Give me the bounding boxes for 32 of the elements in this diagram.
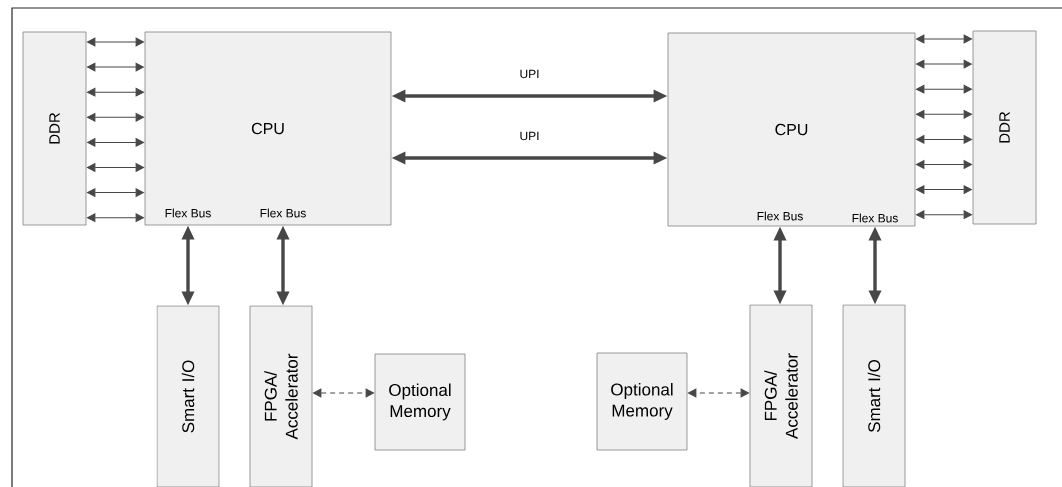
component-box: Smart I/O bbox=[842, 304, 906, 487]
arrow bbox=[87, 37, 144, 47]
edge-label: UPI bbox=[518, 130, 541, 142]
arrow bbox=[916, 185, 972, 194]
component-box: DDR bbox=[972, 30, 1037, 225]
bus-label: Flex Bus bbox=[260, 208, 306, 218]
arrow bbox=[916, 160, 972, 169]
bus-label: Flex Bus bbox=[757, 211, 803, 221]
arrow bbox=[916, 110, 972, 119]
bus-label: Flex Bus bbox=[165, 208, 211, 218]
arrow bbox=[916, 34, 972, 44]
arrow bbox=[916, 210, 972, 219]
arrow bbox=[87, 163, 144, 172]
arrow bbox=[688, 388, 749, 398]
edge-label: UPI bbox=[518, 68, 541, 80]
arrow bbox=[916, 135, 972, 144]
arrow bbox=[87, 138, 144, 147]
component-box: FPGA/ Accelerator bbox=[249, 305, 313, 487]
component-box: FPGA/ Accelerator bbox=[749, 304, 813, 487]
arrow bbox=[916, 84, 972, 94]
component-box: DDR bbox=[22, 31, 87, 226]
arrow bbox=[87, 113, 144, 122]
memory-box: Optional Memory bbox=[596, 352, 688, 451]
bus-label: Flex Bus bbox=[852, 213, 898, 223]
arrow bbox=[313, 388, 374, 398]
memory-box: Optional Memory bbox=[374, 353, 466, 451]
arrow bbox=[916, 59, 972, 69]
arrow bbox=[87, 213, 144, 222]
arrow bbox=[87, 87, 144, 97]
component-box: Smart I/O bbox=[156, 305, 220, 487]
arrow bbox=[87, 62, 144, 72]
arrow bbox=[87, 188, 144, 197]
